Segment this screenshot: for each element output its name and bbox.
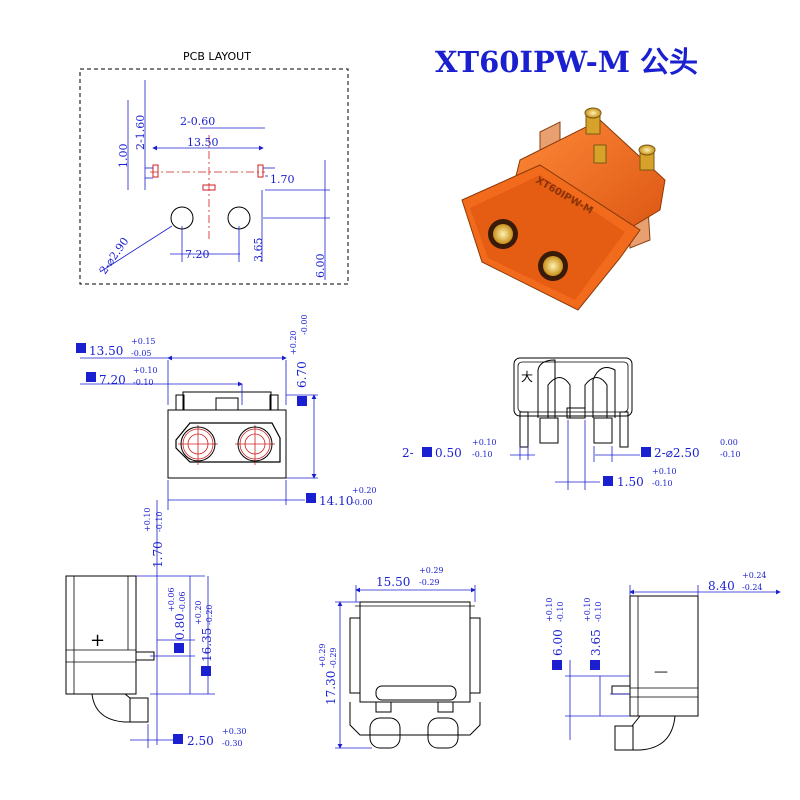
svg-text:+0.29: +0.29 [419,566,444,575]
svg-text:-0.10: -0.10 [556,601,565,622]
side-right-h1: 6.00 [551,629,565,656]
side-view-right: — 8.40 +0.24 -0.24 6.00 +0.10 -0.10 3.65… [545,571,781,751]
svg-text:-0.00: -0.00 [352,498,373,507]
svg-text:-0.06: -0.06 [178,591,187,612]
side-right-mark: — [654,664,668,680]
svg-text:+0.20: +0.20 [194,600,203,625]
pcb-hole-y: 3.65 [252,238,265,263]
bottom-mid-height: 17.30 [324,671,338,705]
svg-text:-0.10: -0.10 [720,450,741,459]
svg-text:+0.10: +0.10 [545,597,554,622]
svg-text:+0.10: +0.10 [652,467,677,476]
front-width: 13.50 [89,344,123,358]
side-left-mark: + [90,630,105,651]
svg-text:-0.05: -0.05 [131,349,152,358]
side-left-small: 0.80 [173,613,187,640]
pcb-offset-mid: 1.70 [270,173,295,186]
connector-photo: XT60IPW-M [461,107,666,311]
svg-text:-0.00: -0.00 [300,314,309,335]
pcb-layout-section: PCB LAYOUT [79,50,349,285]
pcb-hole-pitch: 7.20 [185,248,210,261]
pcb-layout-label: PCB LAYOUT [183,50,251,63]
back-view: 大 2- 0.50 +0.10 -0.10 2-⌀2.50 0.00 -0.10… [402,357,741,490]
pcb-pitch-y: 2-1.60 [134,115,147,150]
front-height: 6.70 [295,361,309,388]
svg-text:+0.15: +0.15 [131,337,156,346]
pcb-hole-size: 2-0.60 [180,115,215,128]
side-right-depth: 8.40 [708,579,735,593]
front-view: 13.50 +0.15 -0.05 7.20 +0.10 -0.10 6.70 … [76,314,377,510]
svg-text:-0.20: -0.20 [205,604,214,625]
svg-text:-0.29: -0.29 [419,578,440,587]
svg-text:2-: 2- [402,446,414,460]
front-depth: 14.10 [319,494,353,508]
side-left-v-offset: 1.70 [151,541,165,568]
svg-text:-0.29: -0.29 [329,647,338,668]
svg-text:+0.10: +0.10 [583,597,592,622]
back-pin-dia: 2-⌀2.50 [654,446,700,460]
svg-text:+0.30: +0.30 [222,727,247,736]
svg-text:-0.10: -0.10 [133,378,154,387]
pcb-hole-dia: 2-⌀2.90 [97,235,132,277]
svg-text:-0.10: -0.10 [472,450,493,459]
side-left-height: 16.35 [200,628,214,662]
bottom-mid-width: 15.50 [376,575,410,589]
svg-text:-0.10: -0.10 [594,601,603,622]
pcb-offset-small: 1.00 [117,144,130,169]
svg-text:-0.24: -0.24 [742,583,763,592]
side-right-h2: 3.65 [589,629,603,656]
svg-text:-0.30: -0.30 [222,739,243,748]
svg-text:+0.20: +0.20 [289,330,298,355]
svg-text:+0.10: +0.10 [472,438,497,447]
side-left-bottom: 2.50 [187,734,214,748]
pcb-total-y: 6.00 [314,254,327,279]
svg-text:0.00: 0.00 [720,438,738,447]
back-pin-w: 0.50 [435,446,462,460]
svg-text:+0.10: +0.10 [133,366,158,375]
svg-text:+0.10: +0.10 [143,507,152,532]
svg-text:+0.20: +0.20 [352,486,377,495]
svg-text:-0.10: -0.10 [652,479,673,488]
back-pin-gap: 1.50 [617,475,644,489]
back-mark: 大 [521,370,533,384]
svg-text:+0.29: +0.29 [318,643,327,668]
front-pin-pitch: 7.20 [99,373,126,387]
svg-text:+0.06: +0.06 [167,587,176,612]
page-title: XT60IPW-M 公头 [435,45,698,79]
svg-text:+0.24: +0.24 [742,571,767,580]
svg-text:-0.10: -0.10 [155,511,164,532]
bottom-view-middle: 15.50 +0.29 -0.29 17.30 +0.29 -0.29 [318,566,481,749]
pcb-span: 13.50 [187,136,219,149]
side-view-left: + 1.70 +0.10 -0.10 0.80 +0.06 -0.06 16.3… [65,500,247,748]
